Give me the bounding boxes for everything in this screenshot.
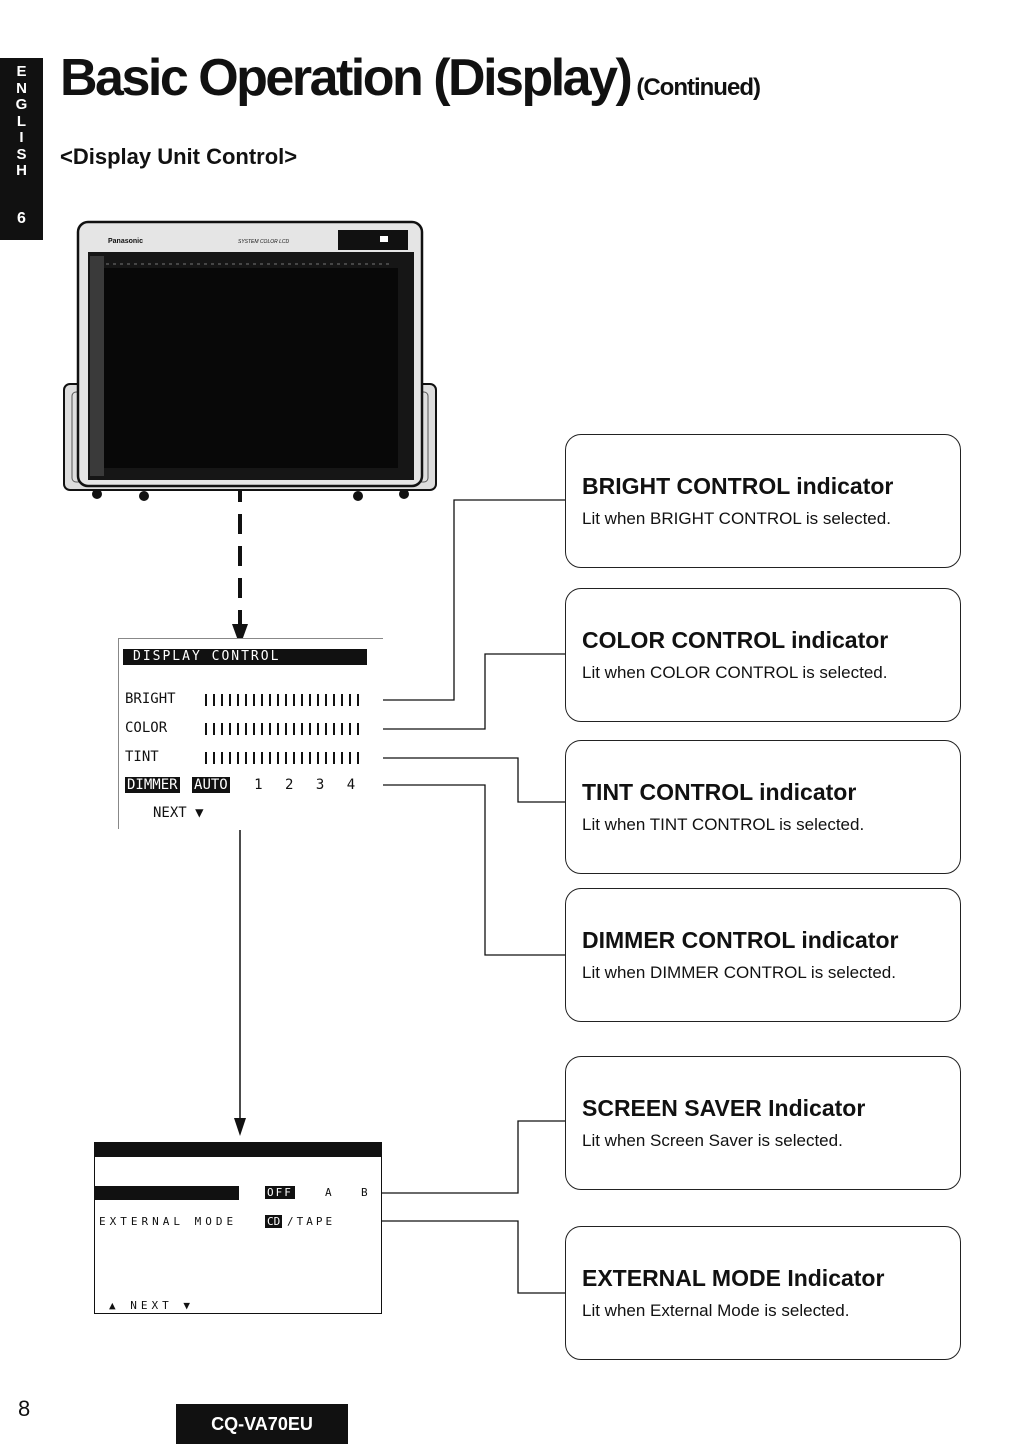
language-letter: G — [15, 96, 28, 113]
page-number: 8 — [18, 1396, 31, 1421]
color-label: COLOR — [125, 720, 168, 736]
bright-indicator-title: BRIGHT CONTROL indicator — [582, 473, 894, 499]
section-number: 6 — [17, 210, 26, 227]
tint-connector — [382, 757, 565, 803]
language-letter: N — [16, 79, 27, 97]
lcd-badge: SYSTEM COLOR LCD — [238, 239, 290, 245]
brand-logo: Panasonic — [108, 238, 144, 245]
dimmer-level: 1 — [254, 777, 263, 793]
external-mode-indicator-box: EXTERNAL MODE Indicator Lit when Externa… — [565, 1226, 961, 1360]
page-title-text: Basic Operation (Display) — [60, 49, 633, 107]
screen-saver-off: OFF — [265, 1186, 295, 1199]
language-letter: S — [16, 145, 27, 163]
screen-saver-b: B — [361, 1186, 368, 1199]
display-unit-illustration — [63, 220, 437, 501]
dimmer-indicator-box: DIMMER CONTROL indicator Lit when DIMMER… — [565, 888, 961, 1022]
bright-indicator-box: BRIGHT CONTROL indicator Lit when BRIGHT… — [565, 434, 961, 568]
screen-saver-connector — [382, 1120, 565, 1194]
language-letter: H — [16, 162, 27, 179]
display-control-next: NEXT ▼ — [153, 805, 204, 821]
color-indicator-box: COLOR CONTROL indicator Lit when COLOR C… — [565, 588, 961, 722]
language-letter: I — [19, 129, 24, 146]
color-indicator-title: COLOR CONTROL indicator — [582, 627, 889, 653]
color-connector — [382, 653, 565, 730]
color-indicator-desc: Lit when COLOR CONTROL is selected. — [582, 663, 888, 682]
tint-indicator-box: TINT CONTROL indicator Lit when TINT CON… — [565, 740, 961, 874]
bright-level-bar — [205, 694, 365, 706]
display-control-title-bar: DISPLAY CONTROL — [123, 649, 367, 665]
screen-saver-label-bar — [95, 1186, 239, 1200]
language-tab: E N G L I S H 6 — [0, 58, 43, 240]
dimmer-connector — [382, 784, 565, 956]
bright-indicator-desc: Lit when BRIGHT CONTROL is selected. — [582, 509, 891, 528]
screen-saver-indicator-title: SCREEN SAVER Indicator — [582, 1095, 866, 1121]
bright-row: BRIGHT — [125, 691, 365, 707]
external-mode-tape: /TAPE — [287, 1215, 336, 1228]
screen-saver-nav: ▲ NEXT ▼ — [109, 1299, 194, 1312]
dimmer-level: 4 — [346, 777, 356, 793]
color-row: COLOR — [125, 720, 365, 736]
dimmer-level: 3 — [315, 777, 325, 793]
dimmer-row: DIMMER AUTO 1 2 3 4 — [125, 777, 355, 793]
screen-saver-indicator-desc: Lit when Screen Saver is selected. — [582, 1131, 843, 1150]
screen-saver-screen: OFF A B EXTERNAL MODE CD /TAPE ▲ NEXT ▼ — [94, 1142, 382, 1314]
dimmer-label: DIMMER — [125, 777, 180, 793]
display-control-screen: DISPLAY CONTROL BRIGHT COLOR TINT DIMMER… — [118, 638, 383, 829]
language-letter: L — [16, 112, 27, 130]
color-level-bar — [205, 723, 365, 735]
screen-saver-title-bar — [95, 1143, 381, 1157]
screen-saver-a: A — [325, 1186, 332, 1199]
bright-label: BRIGHT — [125, 691, 176, 707]
dimmer-indicator-title: DIMMER CONTROL indicator — [582, 927, 899, 953]
dimmer-level: 2 — [285, 777, 294, 793]
power-indicator — [338, 230, 408, 250]
dimmer-auto: AUTO — [192, 777, 230, 793]
external-mode-connector — [382, 1220, 565, 1294]
tint-label: TINT — [125, 749, 159, 765]
tint-indicator-desc: Lit when TINT CONTROL is selected. — [582, 815, 865, 834]
tint-indicator-title: TINT CONTROL indicator — [582, 779, 857, 805]
dashed-arrow-head — [232, 624, 248, 646]
external-mode-indicator-desc: Lit when External Mode is selected. — [582, 1301, 850, 1320]
display-control-title: DISPLAY CONTROL — [133, 649, 281, 664]
external-mode-indicator-title: EXTERNAL MODE Indicator — [582, 1265, 885, 1291]
solid-arrow-head — [234, 1118, 246, 1136]
section-subtitle: <Display Unit Control> — [60, 144, 298, 169]
model-number: CQ-VA70EU — [176, 1404, 348, 1444]
page-title: Basic Operation (Display)(Continued) — [60, 48, 761, 108]
dimmer-indicator-desc: Lit when DIMMER CONTROL is selected. — [582, 963, 896, 982]
bright-connector — [382, 499, 565, 701]
external-mode-label: EXTERNAL MODE — [99, 1215, 238, 1228]
language-letter: E — [16, 63, 27, 80]
external-mode-cd: CD — [265, 1215, 283, 1228]
continued-label: (Continued) — [636, 74, 761, 101]
tint-row: TINT — [125, 749, 365, 765]
screen-saver-indicator-box: SCREEN SAVER Indicator Lit when Screen S… — [565, 1056, 961, 1190]
tint-level-bar — [205, 752, 365, 764]
